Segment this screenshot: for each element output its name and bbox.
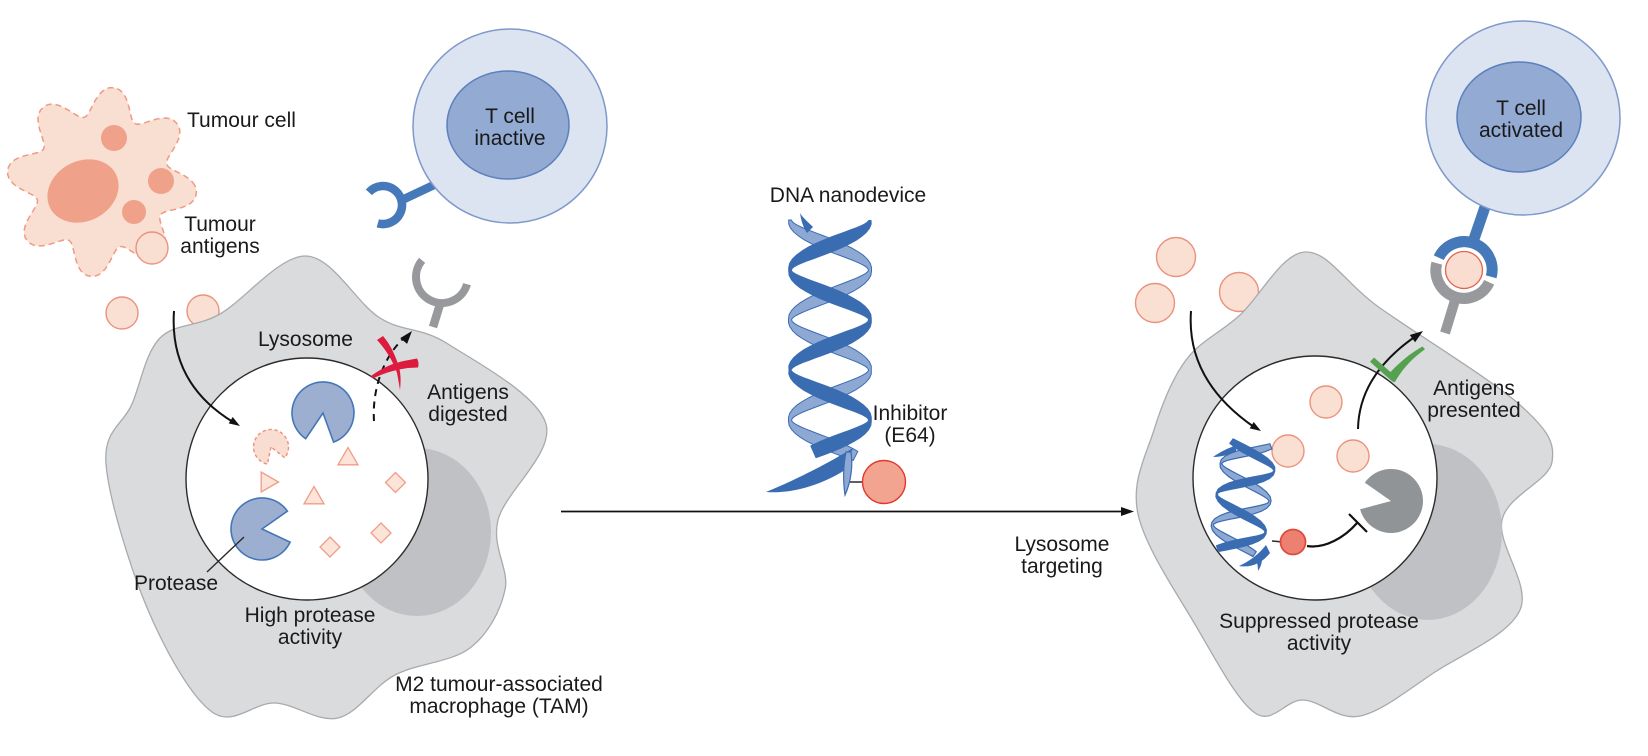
svg-text:T cell: T cell (485, 105, 535, 128)
svg-text:macrophage (TAM): macrophage (TAM) (409, 695, 588, 718)
svg-text:Antigens: Antigens (1433, 377, 1515, 400)
svg-text:inactive: inactive (474, 127, 545, 150)
svg-text:High protease: High protease (245, 604, 376, 627)
svg-text:activity: activity (278, 626, 343, 649)
svg-text:Lysosome: Lysosome (258, 328, 353, 351)
svg-text:Suppressed protease: Suppressed protease (1219, 610, 1419, 633)
svg-text:(E64): (E64) (884, 424, 935, 447)
svg-text:Tumour: Tumour (184, 213, 256, 236)
svg-text:Tumour cell: Tumour cell (187, 109, 296, 132)
svg-text:targeting: targeting (1021, 555, 1103, 578)
svg-text:T cell: T cell (1496, 97, 1546, 120)
svg-text:M2 tumour-associated: M2 tumour-associated (395, 673, 603, 696)
svg-text:presented: presented (1427, 399, 1520, 422)
svg-text:digested: digested (428, 403, 507, 426)
svg-text:antigens: antigens (180, 235, 259, 258)
svg-text:DNA nanodevice: DNA nanodevice (770, 184, 926, 207)
svg-text:activated: activated (1479, 119, 1563, 142)
svg-text:Lysosome: Lysosome (1015, 533, 1110, 556)
svg-text:Protease: Protease (134, 572, 218, 595)
svg-text:Antigens: Antigens (427, 381, 509, 404)
svg-text:Inhibitor: Inhibitor (873, 402, 948, 425)
svg-text:activity: activity (1287, 632, 1352, 655)
